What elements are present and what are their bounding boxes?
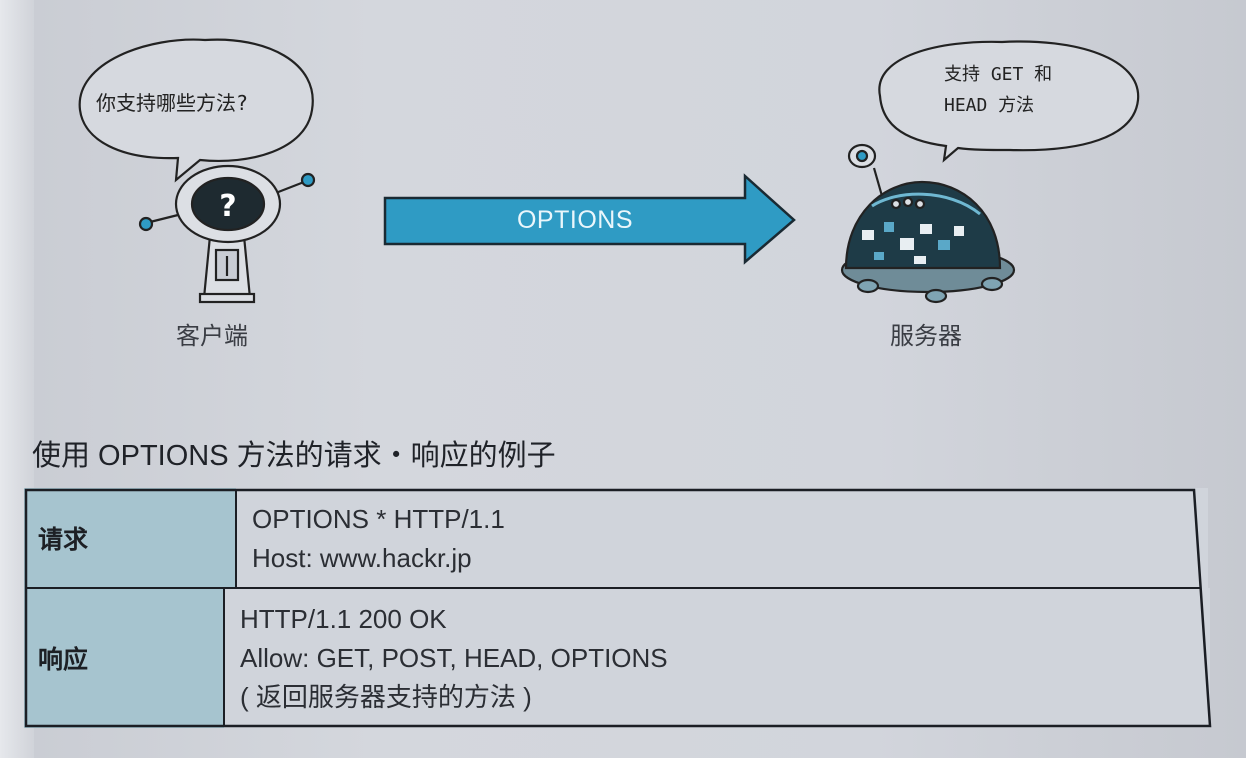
- options-arrow: [383, 173, 796, 265]
- server-robot-icon: [840, 143, 1016, 304]
- client-robot-icon: ?: [138, 164, 316, 304]
- svg-text:?: ?: [219, 189, 236, 224]
- server-bubble-line-2: HEAD 方法: [944, 94, 1035, 116]
- server-speech-bubble: [878, 40, 1140, 163]
- arrow-label: OPTIONS: [516, 206, 633, 234]
- table-grid: [24, 488, 1212, 728]
- server-bubble-text: 支持 GET 和 HEAD 方法: [944, 60, 1052, 121]
- client-speech-bubble: [78, 38, 314, 183]
- client-label: 客户端: [176, 322, 248, 350]
- options-diagram: ? 你支持哪些方法?: [78, 38, 1140, 350]
- diagram-art: ?: [78, 38, 1140, 304]
- request-body: OPTIONS * HTTP/1.1 Host: www.hackr.jp: [236, 488, 1212, 588]
- response-header: 响应: [38, 646, 89, 674]
- request-line-1: OPTIONS * HTTP/1.1: [252, 504, 505, 534]
- request-header: 请求: [38, 526, 89, 554]
- response-line-2: Allow: GET, POST, HEAD, OPTIONS: [240, 643, 668, 673]
- section-title: 使用 OPTIONS 方法的请求・响应的例子: [32, 440, 556, 472]
- table-row-request: 请求 OPTIONS * HTTP/1.1 Host: www.hackr.jp: [24, 488, 1212, 588]
- request-line-2: Host: www.hackr.jp: [252, 543, 472, 573]
- example-table: 请求 OPTIONS * HTTP/1.1 Host: www.hackr.jp…: [24, 488, 1212, 728]
- response-line-1: HTTP/1.1 200 OK: [240, 604, 447, 634]
- server-label: 服务器: [890, 322, 962, 350]
- table-row-response: 响应 HTTP/1.1 200 OK Allow: GET, POST, HEA…: [24, 588, 1212, 728]
- client-bubble-text: 你支持哪些方法?: [96, 91, 249, 115]
- server-bubble-line-1: 支持 GET 和: [944, 64, 1053, 85]
- response-line-3: ( 返回服务器支持的方法 ): [240, 682, 532, 712]
- response-body: HTTP/1.1 200 OK Allow: GET, POST, HEAD, …: [224, 588, 1212, 728]
